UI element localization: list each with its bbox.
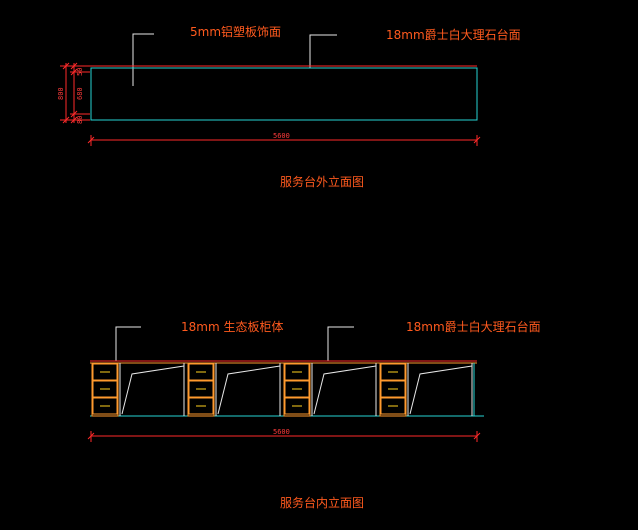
dim-bottom-band: 80 bbox=[76, 116, 84, 124]
label-ecoboard-cabinet: 18mm 生态板柜体 bbox=[181, 320, 283, 334]
leader-line-panel bbox=[132, 33, 154, 86]
dim-overall-width-inner: 5600 bbox=[273, 428, 290, 436]
title-interior-elevation: 服务台内立面图 bbox=[280, 495, 364, 510]
drawer-front bbox=[92, 363, 118, 381]
vertical-dimension: 800 50 680 80 bbox=[57, 62, 90, 124]
drawer-front bbox=[92, 397, 118, 415]
drawer-front bbox=[380, 380, 406, 398]
cabinet-drawer-stack bbox=[379, 362, 407, 417]
compartment-panel bbox=[409, 365, 473, 415]
interior-elevation: 18mm 生态板柜体 18mm爵士白大理石台面 5600 服务台内立面图 bbox=[87, 319, 541, 510]
drawer-front bbox=[92, 380, 118, 398]
leader-line-countertop bbox=[309, 34, 337, 68]
compartment-panel bbox=[121, 365, 185, 415]
drawer-front bbox=[284, 397, 310, 415]
drawer-front bbox=[188, 363, 214, 381]
cabinet-drawer-stack bbox=[283, 362, 311, 417]
compartment-panel bbox=[313, 365, 377, 415]
dim-top-band: 50 bbox=[76, 68, 84, 76]
leader-line-cabinet bbox=[115, 326, 141, 361]
label-marble-countertop: 18mm爵士白大理石台面 bbox=[386, 27, 521, 42]
cabinet-modules bbox=[91, 362, 473, 417]
label-marble-countertop-inner: 18mm爵士白大理石台面 bbox=[406, 319, 541, 334]
drawer-front bbox=[188, 380, 214, 398]
dim-overall-height: 800 bbox=[57, 87, 65, 100]
title-exterior-elevation: 服务台外立面图 bbox=[280, 174, 364, 189]
drawer-front bbox=[188, 397, 214, 415]
leader-line-countertop-inner bbox=[327, 326, 354, 361]
label-aluminum-panel: 5mm铝塑板饰面 bbox=[190, 24, 281, 39]
horizontal-dimension-bottom: 5600 bbox=[87, 428, 481, 442]
exterior-elevation: 5mm铝塑板饰面 18mm爵士白大理石台面 800 50 680 80 bbox=[57, 24, 521, 189]
counter-front-body bbox=[90, 67, 478, 121]
drawer-front bbox=[284, 380, 310, 398]
dim-overall-width: 5600 bbox=[273, 132, 290, 140]
compartment-panel bbox=[217, 365, 281, 415]
horizontal-dimension-top: 5600 bbox=[87, 132, 481, 146]
cabinet-drawer-stack bbox=[91, 362, 119, 417]
drawer-front bbox=[380, 363, 406, 381]
drawer-front bbox=[380, 397, 406, 415]
cabinet-drawer-stack bbox=[187, 362, 215, 417]
dim-mid-height: 680 bbox=[76, 87, 84, 100]
drawer-front bbox=[284, 363, 310, 381]
